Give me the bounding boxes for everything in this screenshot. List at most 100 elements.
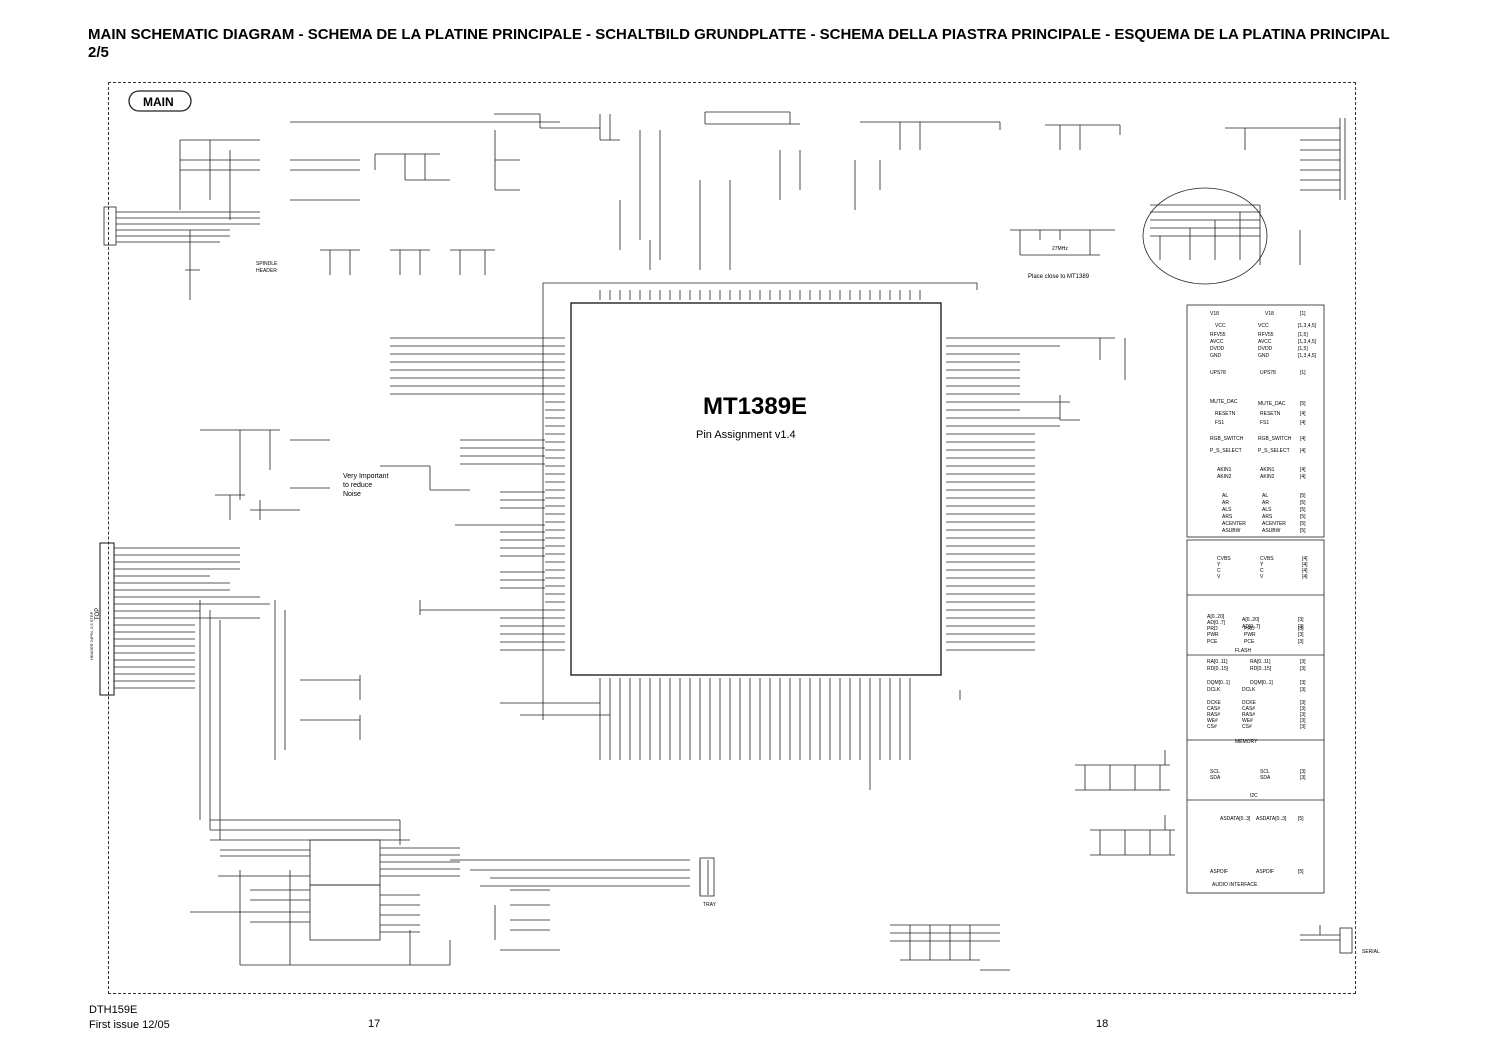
connector-label: HEADER 24PIN, 0.5 STEP <box>89 611 94 660</box>
iface-1-7-a: MUTE_DAC <box>1210 399 1238 405</box>
iface-1-0-b: V18 <box>1265 311 1274 317</box>
iface-4-8-c: [3] <box>1300 724 1306 730</box>
iface-3-3-a: PWR <box>1207 632 1219 638</box>
iface-3-1-b: AD[0..7] <box>1242 624 1261 630</box>
iface-1-13-a: AKIN2 <box>1217 474 1232 480</box>
memory-label: MEMORY <box>1235 739 1258 745</box>
iface-1-10-b: RGB_SWITCH <box>1258 436 1292 442</box>
iface-1-11-c: [4] <box>1300 448 1306 454</box>
iface-4-5-a: CAS# <box>1207 706 1220 712</box>
iface-5-0-b: SCL <box>1260 769 1270 775</box>
iface-1-15-c: [5] <box>1300 500 1306 506</box>
flash-label: FLASH <box>1235 648 1252 654</box>
iface-3-2-b: PRD <box>1244 626 1255 632</box>
iface-1-9-c: [4] <box>1300 420 1306 426</box>
iface-4-7-a: WE# <box>1207 718 1218 724</box>
xtal-note: Place close to MT1389 <box>1028 274 1090 280</box>
iface-1-15-b: AR <box>1262 500 1269 506</box>
iface-1-3-b: AVCC <box>1258 339 1272 345</box>
iface-1-3-c: [1,3,4,5] <box>1298 339 1317 345</box>
iface-2-0-a: CVBS <box>1217 556 1231 562</box>
iface-1-6-c: [1] <box>1300 370 1306 376</box>
audio-interface-label: AUDIO INTERFACE <box>1212 882 1258 888</box>
iface-2-3-c: [4] <box>1302 574 1308 580</box>
iface-1-19-c: [5] <box>1300 528 1306 534</box>
iface-4-6-b: RAS# <box>1242 712 1255 718</box>
iface-6-1-a: ASPDIF <box>1210 869 1228 875</box>
iface-1-7-b: MUTE_DAC <box>1258 401 1286 407</box>
chip-name: MT1389E <box>703 393 807 420</box>
iface-4-5-c: [3] <box>1300 706 1306 712</box>
iface-2-2-a: C <box>1217 568 1221 574</box>
main-badge-label: MAIN <box>143 95 174 109</box>
iface-4-2-b: DQM[0..1] <box>1250 680 1273 686</box>
iface-2-2-b: C <box>1260 568 1264 574</box>
iface-4-6-a: RAS# <box>1207 712 1220 718</box>
noise-note-1: Very Important <box>343 473 389 480</box>
page-title: MAIN SCHEMATIC DIAGRAM - SCHEMA DE LA PL… <box>88 26 1390 62</box>
iface-1-1-b: VCC <box>1258 323 1269 329</box>
iface-4-6-c: [3] <box>1300 712 1306 718</box>
i2c-label: I2C <box>1250 793 1258 799</box>
noise-note-2: to reduce <box>343 482 372 489</box>
iface-4-1-a: RD[0..15] <box>1207 666 1229 672</box>
iface-3-2-a: PRD <box>1207 626 1218 632</box>
iface-1-15-a: AR <box>1222 500 1229 506</box>
iface-3-4-c: [3] <box>1298 639 1304 645</box>
chip-subtitle: Pin Assignment v1.4 <box>696 429 796 441</box>
iface-6-0-a: ASDATA[0..3] <box>1220 816 1251 822</box>
title-line-1: MAIN SCHEMATIC DIAGRAM - SCHEMA DE LA PL… <box>88 26 1390 43</box>
iface-4-3-a: DCLK <box>1207 687 1221 693</box>
noise-note-3: Noise <box>343 491 361 498</box>
iface-4-8-a: CS# <box>1207 724 1217 730</box>
iface-1-19-b: ASUBW <box>1262 528 1281 534</box>
mt1389e-chip-outline <box>570 302 942 676</box>
iface-4-3-b: DCLK <box>1242 687 1256 693</box>
iface-1-8-c: [4] <box>1300 411 1306 417</box>
iface-2-0-c: [4] <box>1302 556 1308 562</box>
iface-4-4-c: [3] <box>1300 700 1306 706</box>
iface-1-0-c: [1] <box>1300 311 1306 317</box>
iface-1-5-b: GND <box>1258 353 1270 359</box>
iface-6-0-b: ASDATA[0..3] <box>1256 816 1287 822</box>
iface-2-1-a: Y <box>1217 562 1221 568</box>
iface-4-7-c: [3] <box>1300 718 1306 724</box>
iface-3-3-c: [3] <box>1298 632 1304 638</box>
tray-label: TRAY <box>703 902 717 908</box>
iface-1-14-b: AL <box>1262 493 1268 499</box>
iface-1-4-b: DVDD <box>1258 346 1273 352</box>
iface-3-0-a: A[0..20] <box>1207 614 1225 620</box>
iface-1-13-b: AKIN2 <box>1260 474 1275 480</box>
iface-4-1-b: RD[0..15] <box>1250 666 1272 672</box>
iface-4-7-b: WE# <box>1242 718 1253 724</box>
iface-4-1-c: [3] <box>1300 666 1306 672</box>
iface-4-2-a: DQM[0..1] <box>1207 680 1230 686</box>
iface-1-8-a: RESETN <box>1215 411 1236 417</box>
iface-2-1-b: Y <box>1260 562 1264 568</box>
footer-page-left: 17 <box>368 1018 381 1030</box>
iface-1-2-a: RFV55 <box>1210 332 1226 338</box>
iface-1-14-a: AL <box>1222 493 1228 499</box>
iface-3-2-c: [3] <box>1298 626 1304 632</box>
iface-5-0-c: [3] <box>1300 769 1306 775</box>
iface-4-2-c: [3] <box>1300 680 1306 686</box>
iface-4-8-b: CS# <box>1242 724 1252 730</box>
iface-1-17-a: ARS <box>1222 514 1233 520</box>
iface-1-12-a: AKIN1 <box>1217 467 1232 473</box>
iface-2-3-a: V <box>1217 574 1221 580</box>
iface-4-3-c: [3] <box>1300 687 1306 693</box>
iface-3-4-a: PCE <box>1207 639 1218 645</box>
iface-1-5-c: [1,3,4,5] <box>1298 353 1317 359</box>
iface-1-1-c: [1,3,4,5] <box>1298 323 1317 329</box>
iface-5-0-a: SCL <box>1210 769 1220 775</box>
iface-6-0-c: [5] <box>1298 816 1304 822</box>
iface-1-18-b: ACENTER <box>1262 521 1286 527</box>
footer-page-right: 18 <box>1096 1018 1109 1030</box>
iface-1-18-a: ACENTER <box>1222 521 1246 527</box>
iface-1-18-c: [5] <box>1300 521 1306 527</box>
iface-1-19-a: ASUBW <box>1222 528 1241 534</box>
spindle-label-2: HEADER <box>256 268 277 274</box>
iface-4-5-b: CAS# <box>1242 706 1255 712</box>
iface-1-6-a: UPS78 <box>1210 370 1226 376</box>
